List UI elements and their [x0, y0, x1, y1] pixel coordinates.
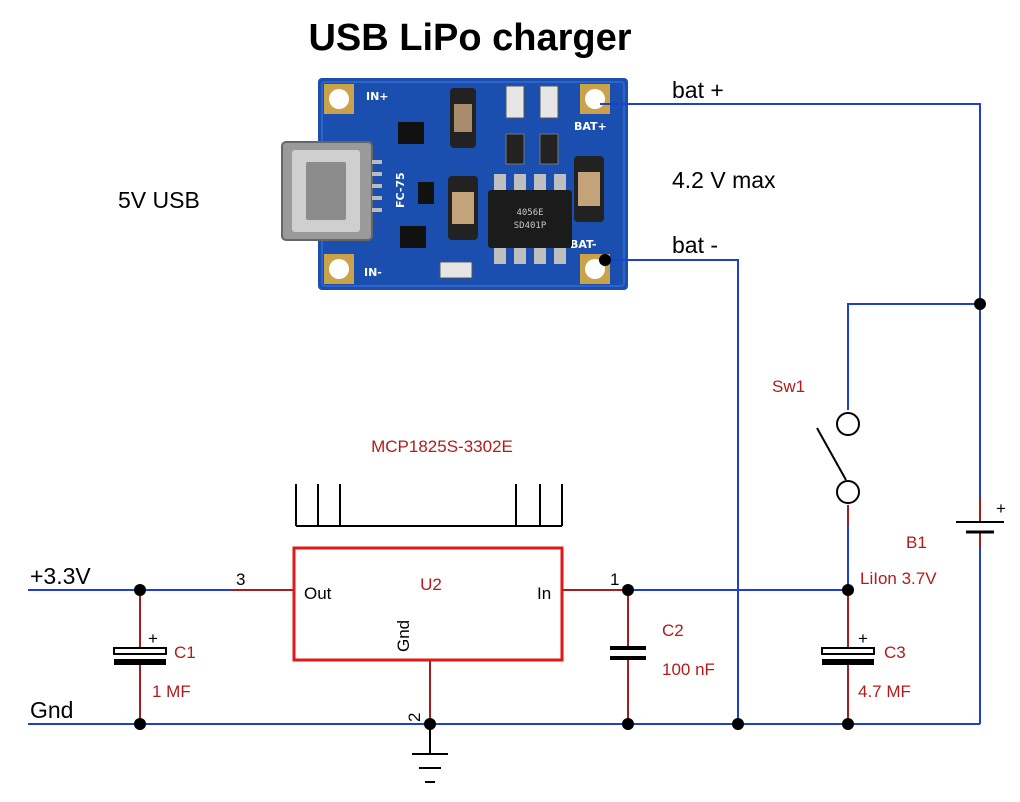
svg-text:+: + — [148, 629, 158, 648]
regulator-body — [292, 546, 564, 662]
pad-in-plus — [324, 84, 354, 114]
pin-gnd-label: Gnd — [394, 620, 413, 652]
micro-usb-connector — [281, 141, 382, 241]
switch-ref: Sw1 — [772, 377, 805, 396]
silk-connector: FC-75 — [394, 172, 407, 208]
junction-dot — [622, 718, 634, 730]
c3-value: 4.7 MF — [858, 682, 911, 701]
bat-minus-label: bat - — [672, 232, 718, 258]
regulator-part-number: MCP1825S-3302E — [371, 437, 513, 456]
battery-b1: + B1 LiIon 3.7V — [860, 499, 1006, 588]
wire-switch-top — [847, 303, 980, 410]
capacitor-c1: + C1 1 MF — [113, 629, 196, 701]
diagram-title: USB LiPo charger — [308, 17, 631, 59]
junction-dot — [599, 254, 611, 266]
junction-dot — [842, 584, 854, 596]
net-gnd-label: Gnd — [30, 697, 73, 723]
pin-out-number: 3 — [236, 570, 245, 589]
pin-gnd-number: 2 — [405, 713, 424, 722]
charger-ic: 4056E SD401P — [488, 174, 572, 264]
junction-dot — [134, 718, 146, 730]
c2-ref: C2 — [662, 621, 684, 640]
battery-ref: B1 — [906, 533, 927, 552]
net-3v3-label: +3.3V — [30, 563, 91, 589]
c2-value: 100 nF — [662, 660, 715, 679]
regulator-ref: U2 — [420, 575, 442, 594]
regulator-u2: MCP1825S-3302E U2 Out In Gnd 3 1 2 — [236, 437, 619, 722]
pin-out-label: Out — [304, 584, 332, 603]
chip-marking-1: 4056E — [516, 208, 543, 218]
capacitor-c2: C2 100 nF — [610, 621, 715, 679]
silk-bat-plus: BAT+ — [574, 120, 607, 133]
pin-in-number: 1 — [610, 570, 619, 589]
silk-bat-minus: BAT- — [570, 238, 597, 251]
regulator-package-outline — [295, 484, 563, 527]
c3-ref: C3 — [884, 643, 906, 662]
pin-in-label: In — [537, 584, 551, 603]
silk-in-plus: IN+ — [366, 90, 389, 103]
battery-type: LiIon 3.7V — [860, 569, 937, 588]
switch-sw1: Sw1 — [772, 377, 860, 504]
c1-value: 1 MF — [152, 682, 191, 701]
junction-dot — [842, 718, 854, 730]
charger-module-board: IN+ IN- BAT+ BAT- FC-75 — [281, 78, 628, 290]
bat-plus-label: bat + — [672, 77, 724, 103]
capacitor-smd-right — [574, 156, 604, 222]
junctions — [134, 254, 986, 730]
capacitor-smd-mid — [448, 176, 478, 240]
wires — [28, 103, 981, 725]
junction-dot — [732, 718, 744, 730]
wire-bat-minus — [605, 259, 739, 724]
wire-bat-plus — [600, 103, 981, 498]
ground-symbol — [412, 724, 448, 783]
junction-dot — [424, 718, 436, 730]
silk-in-minus: IN- — [364, 266, 382, 279]
pad-bat-plus — [580, 84, 610, 114]
junction-dot — [622, 584, 634, 596]
svg-text:+: + — [996, 499, 1006, 518]
c1-ref: C1 — [174, 643, 196, 662]
usb-input-label: 5V USB — [118, 187, 200, 213]
capacitor-c3: + C3 4.7 MF — [821, 629, 911, 701]
voltage-note: 4.2 V max — [672, 167, 776, 193]
junction-dot — [134, 584, 146, 596]
component-leads — [139, 498, 981, 724]
pad-in-minus — [324, 254, 354, 284]
chip-marking-2: SD401P — [514, 221, 547, 231]
svg-text:+: + — [858, 629, 868, 648]
junction-dot — [974, 298, 986, 310]
capacitor-smd-top — [450, 88, 476, 148]
pad-bat-minus — [580, 254, 610, 284]
